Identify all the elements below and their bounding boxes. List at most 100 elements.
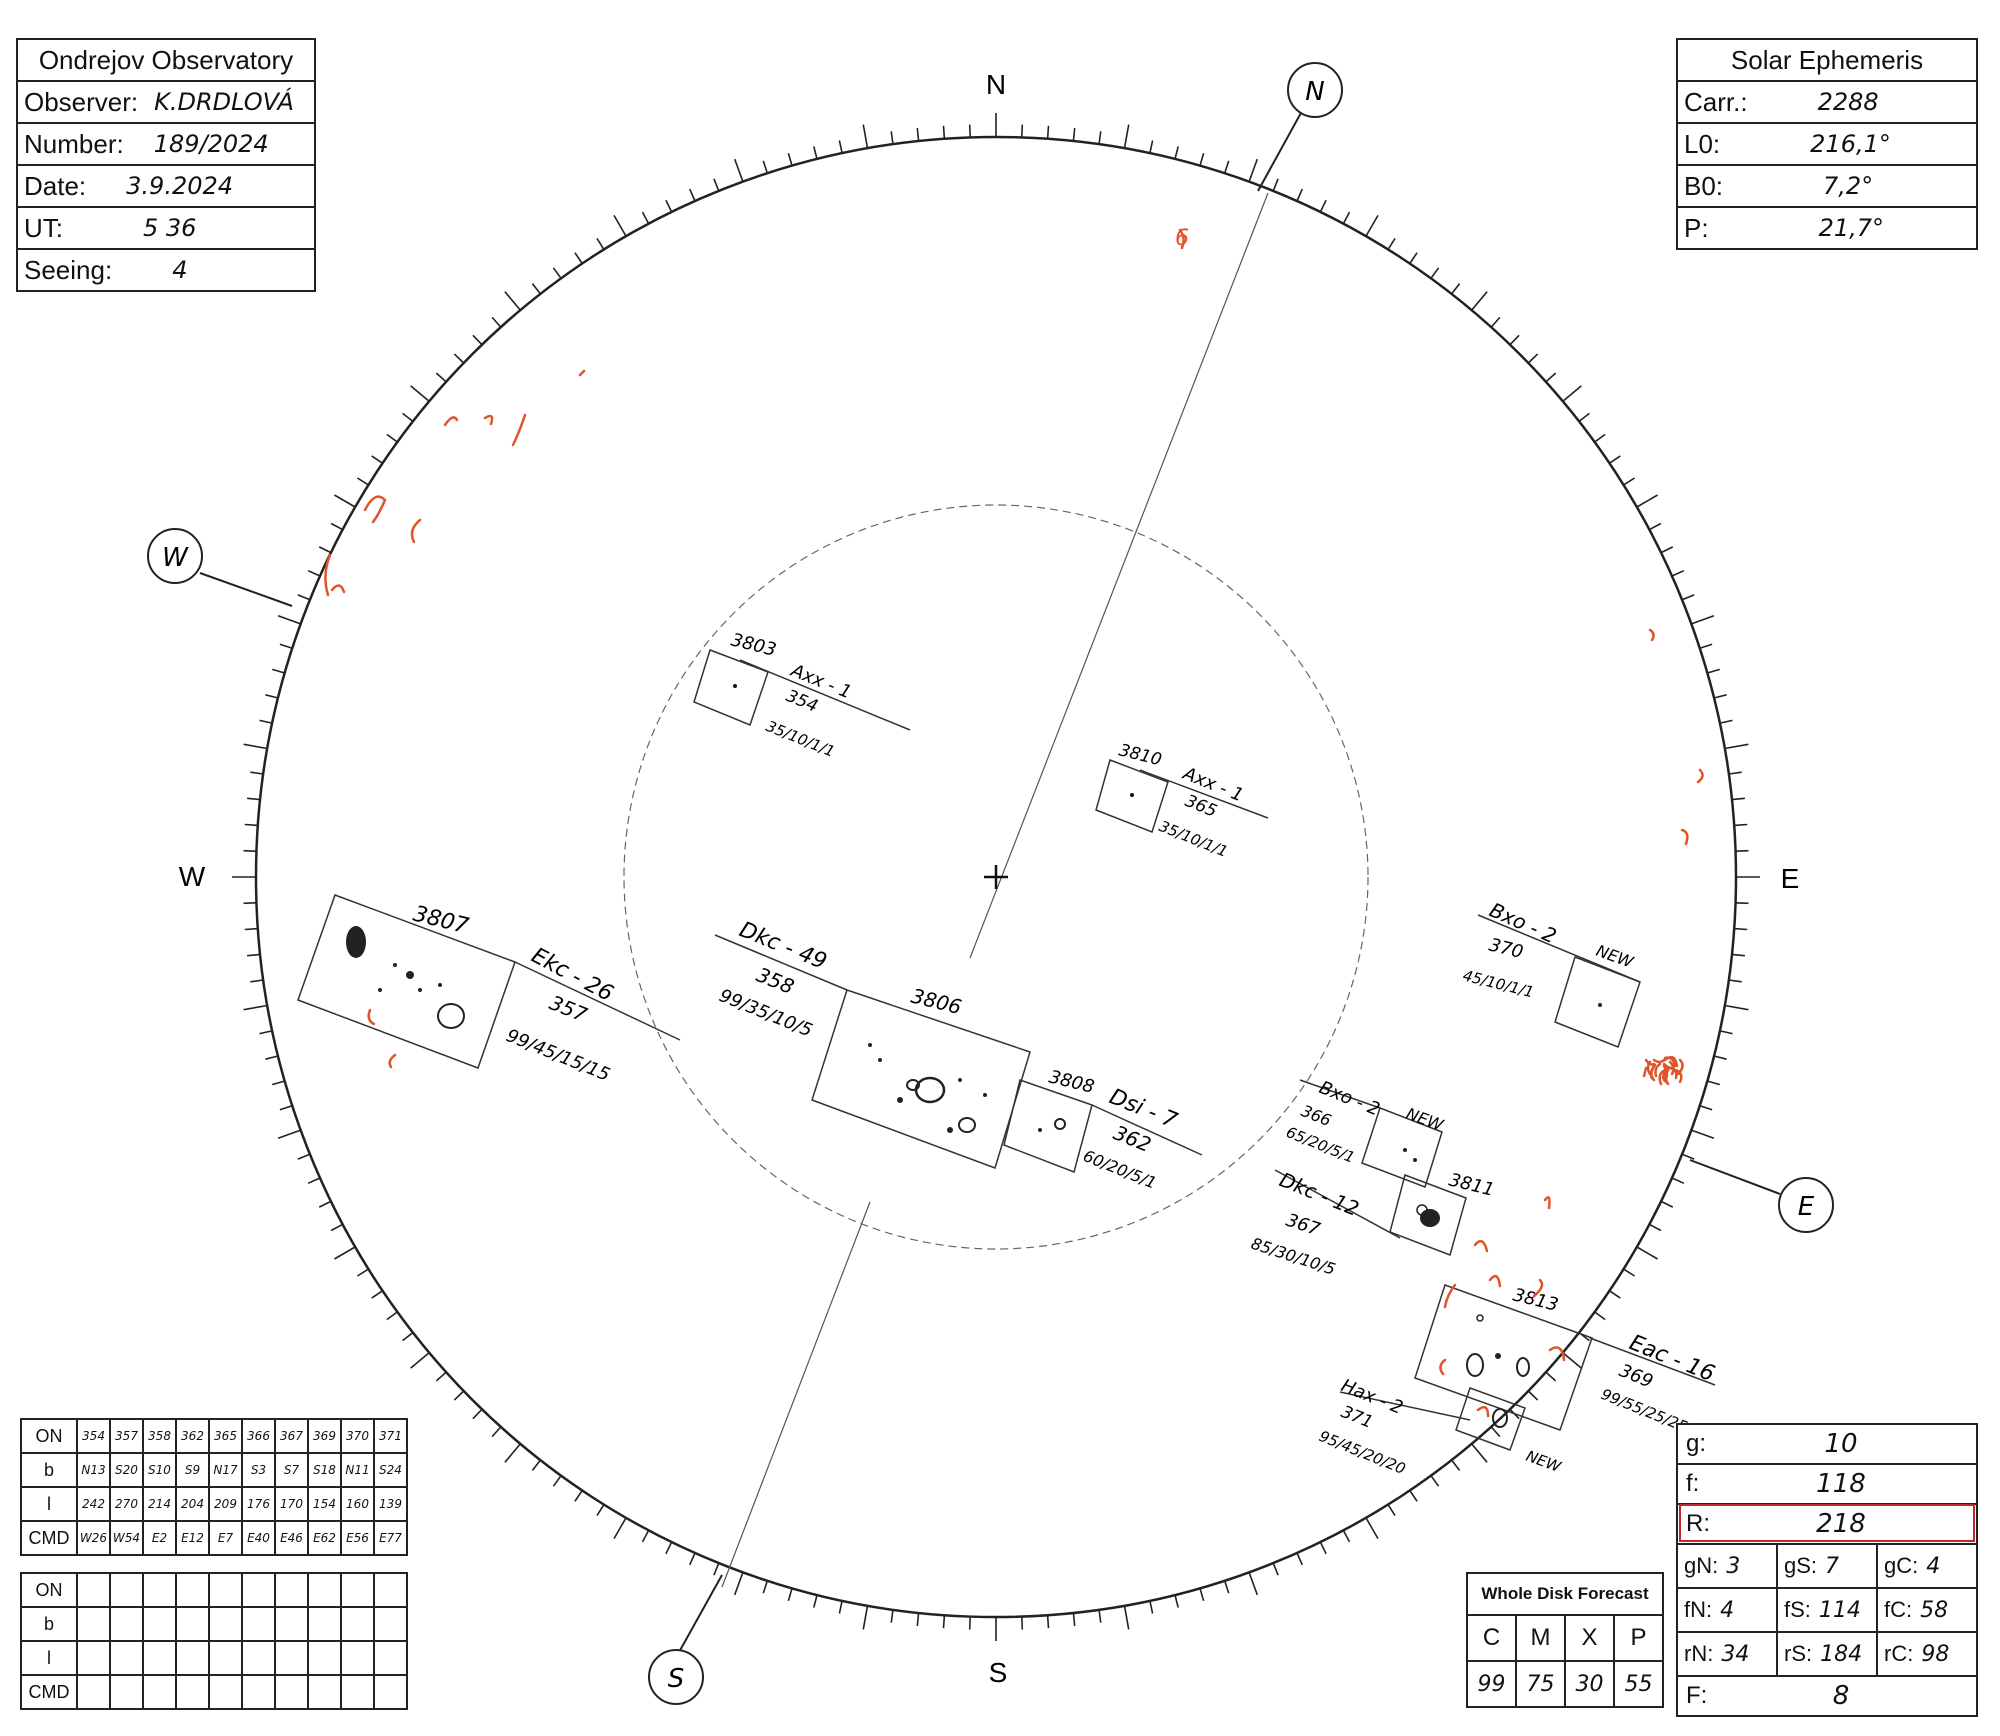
rn-value: 34 [1721,1641,1750,1667]
empty-cell [373,1606,408,1642]
degree-tick [1046,1615,1050,1629]
degree-tick [1098,131,1102,145]
degree-tick [356,477,369,486]
degree-tick [1365,1517,1379,1540]
degree-tick [333,494,356,508]
degree-tick [1149,140,1154,154]
degree-tick [968,1616,971,1630]
observer-value: K.DRDLOVÁ [154,88,294,116]
ephemeris-title: Solar Ephemeris [1730,44,1924,75]
rotation-axis-lower [721,1201,871,1588]
empty-cell [274,1606,309,1642]
degree-tick [1731,797,1745,801]
degree-tick [1681,594,1695,601]
degree-tick [504,1443,521,1463]
degree-tick [1728,771,1742,775]
degree-tick [1660,546,1674,554]
degree-tick [1735,849,1749,852]
region-3811: 3811 Dkc - 12 367 85/30/10/5 [1249,1167,1497,1278]
degree-tick [472,334,483,346]
gs-label: gS: [1784,1553,1818,1578]
empty-cell [307,1606,342,1642]
degree-tick [307,569,321,577]
empty-cell [76,1606,111,1642]
forecast-header-p: P [1613,1616,1662,1660]
degree-tick [333,1246,356,1260]
degree-tick [1021,1616,1024,1630]
degree-tick [574,252,583,264]
degree-tick [688,1552,696,1566]
degree-tick [1471,1443,1488,1463]
degree-tick [402,412,414,423]
summary-cell: W26 [76,1520,111,1556]
degree-tick [1450,283,1461,295]
ff-label: F: [1686,1682,1708,1709]
empty-cell [241,1572,276,1608]
degree-tick [1649,1223,1662,1232]
region-tag: NEW [1404,1104,1447,1135]
degree-tick [916,128,920,142]
summary-cell: 242 [76,1486,111,1522]
degree-tick [733,1572,744,1596]
summary-cell: E56 [340,1520,375,1556]
empty-row: l [20,1640,408,1676]
degree-tick [1691,1129,1715,1140]
degree-tick [665,1541,673,1555]
region-3813: 3813 Eac - 16 369 99/55/25/25 [1414,1284,1718,1436]
pointer-s [677,1574,723,1655]
degree-tick [916,1612,920,1626]
summary-cell: N11 [340,1452,375,1488]
degree-tick [386,433,398,443]
degree-tick [688,188,696,202]
degree-tick [838,140,843,154]
region-params: 95/45/20/20 [1317,1427,1409,1478]
degree-tick [968,124,971,138]
region-number: 3811 [1447,1169,1497,1200]
empty-cell [142,1572,177,1608]
degree-tick [1409,1490,1418,1502]
carr-label: Carr.: [1684,86,1748,117]
empty-cell [142,1674,177,1710]
degree-tick [596,237,605,250]
empty-cell [340,1640,375,1676]
p-label: P: [1684,212,1709,243]
carr-row: Carr.: 2288 [1678,80,1976,122]
degree-tick [244,927,258,931]
degree-tick [1713,694,1727,699]
margin-note: 6 [1175,226,1189,251]
summary-cell: 366 [241,1418,276,1454]
degree-tick [641,1530,650,1543]
region-params: 65/20/5/1 [1284,1123,1358,1167]
gc-value: 4 [1926,1553,1941,1579]
degree-tick [1387,1504,1396,1517]
region-3808: 3808 Dsi - 7 362 60/20/5/1 [1003,1066,1203,1193]
summary-cell: E40 [241,1520,276,1556]
degree-tick [435,1371,447,1382]
degree-tick [410,385,430,402]
forecast-box: Whole Disk Forecast C M X P 99 75 30 55 [1466,1572,1664,1708]
degree-tick [1098,1609,1102,1623]
degree-tick [265,694,279,699]
circle-n-label: N [1305,77,1324,107]
degree-tick [713,178,720,192]
inner-circle [623,504,1369,1250]
region-tag: NEW [1524,1447,1565,1476]
degree-tick [1734,823,1748,827]
empty-cell [175,1572,210,1608]
pointer-e [1689,1159,1781,1195]
rs-value: 184 [1820,1641,1863,1667]
summary-cell: 370 [340,1418,375,1454]
degree-tick [243,902,257,905]
degree-tick [491,316,502,328]
summary-cell: 204 [175,1486,210,1522]
region-cmd: 370 [1487,934,1525,963]
summary-cell: 369 [307,1418,342,1454]
rs-label: rS: [1784,1641,1813,1666]
degree-tick [1199,1588,1205,1602]
summary-cell: E77 [373,1520,408,1556]
summary-cell: 154 [307,1486,342,1522]
degree-tick [1509,334,1520,346]
region-params: 60/20/5/1 [1081,1146,1160,1193]
degree-tick [318,546,332,554]
